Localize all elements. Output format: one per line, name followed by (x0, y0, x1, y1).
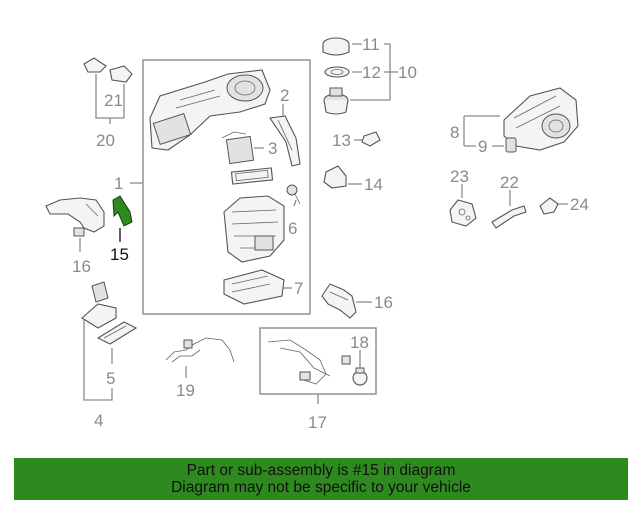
part-7-tray (223, 269, 285, 305)
callout-20: 20 (96, 131, 115, 150)
part-19-wiring (165, 337, 235, 363)
part-16-duct-right (321, 283, 357, 319)
part-14-bracket (323, 165, 347, 189)
callout-12: 12 (362, 63, 381, 82)
part-2-bracket (269, 115, 301, 167)
banner-line-disclaimer: Diagram may not be specific to your vehi… (171, 479, 471, 496)
heater-case-lower (223, 195, 285, 263)
parts-diagram: 1 2 3 4 5 6 7 8 9 10 11 12 13 14 15 16 1… (45, 35, 589, 432)
callout-10: 10 (398, 63, 417, 82)
callout-14: 14 (364, 175, 383, 194)
callout-2: 2 (280, 86, 289, 105)
heater-case-upper (149, 69, 271, 151)
part-4-unit (81, 281, 117, 329)
part-24-clip (539, 197, 559, 215)
callout-3: 3 (268, 139, 277, 158)
callout-19: 19 (176, 381, 195, 400)
callout-7: 7 (294, 279, 303, 298)
callout-13: 13 (332, 131, 351, 150)
callout-16-right: 16 (374, 293, 393, 312)
part-3-heater-core (221, 131, 255, 165)
callout-4: 4 (94, 411, 103, 430)
part-6-actuator (286, 184, 301, 205)
callout-1: 1 (114, 174, 123, 193)
callout-5: 5 (106, 369, 115, 388)
callout-18: 18 (350, 333, 369, 352)
callout-22: 22 (500, 173, 519, 192)
part-8-blower-assembly (503, 87, 579, 151)
assembly-box-1 (142, 59, 311, 315)
callout-11: 11 (362, 35, 380, 54)
part-22-link (491, 205, 527, 229)
part-20-sensor (83, 57, 107, 73)
filter-small (230, 167, 274, 185)
part-17-harness (267, 339, 351, 385)
part-5-filter (96, 321, 138, 345)
banner-line-part: Part or sub-assembly is #15 in diagram (186, 462, 456, 479)
part-21-sensor (109, 65, 133, 83)
part-16-duct-left (45, 197, 105, 237)
part-9-motor (505, 137, 517, 153)
callout-6: 6 (288, 219, 297, 238)
callout-9: 9 (478, 137, 487, 156)
part-23-resistor (449, 199, 477, 227)
callout-17: 17 (308, 413, 327, 432)
parts-11-12-stack (322, 37, 350, 115)
part-15-highlighted[interactable] (112, 195, 133, 227)
callout-8: 8 (450, 123, 459, 142)
callout-16-left: 16 (72, 257, 91, 276)
part-info-banner: Part or sub-assembly is #15 in diagram D… (14, 458, 628, 500)
callout-24: 24 (570, 195, 589, 214)
callout-23: 23 (450, 167, 469, 186)
part-13-clip (361, 131, 381, 147)
callout-15: 15 (110, 245, 129, 264)
callout-21: 21 (104, 91, 123, 110)
part-18-bulb (352, 367, 368, 386)
